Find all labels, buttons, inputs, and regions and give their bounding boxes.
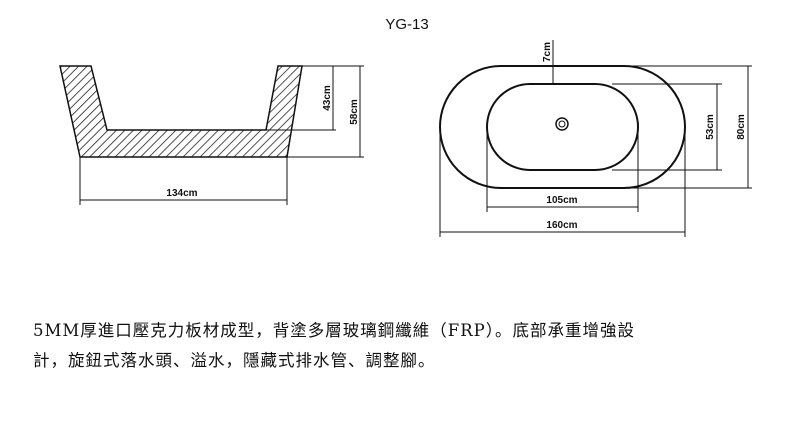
- inner-width-label: 53cm: [705, 114, 716, 140]
- outer-width-label: 80cm: [736, 114, 747, 140]
- side-inner-depth-label: 43cm: [322, 85, 333, 111]
- side-section-view: 43cm 58cm 134cm: [59, 65, 364, 205]
- model-title: YG-13: [385, 16, 428, 33]
- description-line-1: 5MM厚進口壓克力板材成型，背塗多層玻璃鋼纖維（FRP）。底部承重增強設: [33, 321, 636, 340]
- product-description: 5MM厚進口壓克力板材成型，背塗多層玻璃鋼纖維（FRP）。底部承重增強設 計，旋…: [33, 316, 783, 376]
- rim-width-label: 7cm: [542, 42, 553, 62]
- inner-length-label: 105cm: [546, 195, 577, 206]
- description-line-2: 計，旋鈕式落水頭、溢水，隱藏式排水管、調整腳。: [33, 351, 436, 370]
- side-outer-height-label: 58cm: [349, 99, 360, 125]
- side-width-label: 134cm: [166, 188, 197, 199]
- top-plan-view: 7cm 53cm 80cm 105cm 160cm: [439, 40, 752, 237]
- drain-icon: [555, 117, 569, 131]
- outer-length-label: 160cm: [546, 220, 577, 231]
- tub-wall-section: [59, 65, 303, 158]
